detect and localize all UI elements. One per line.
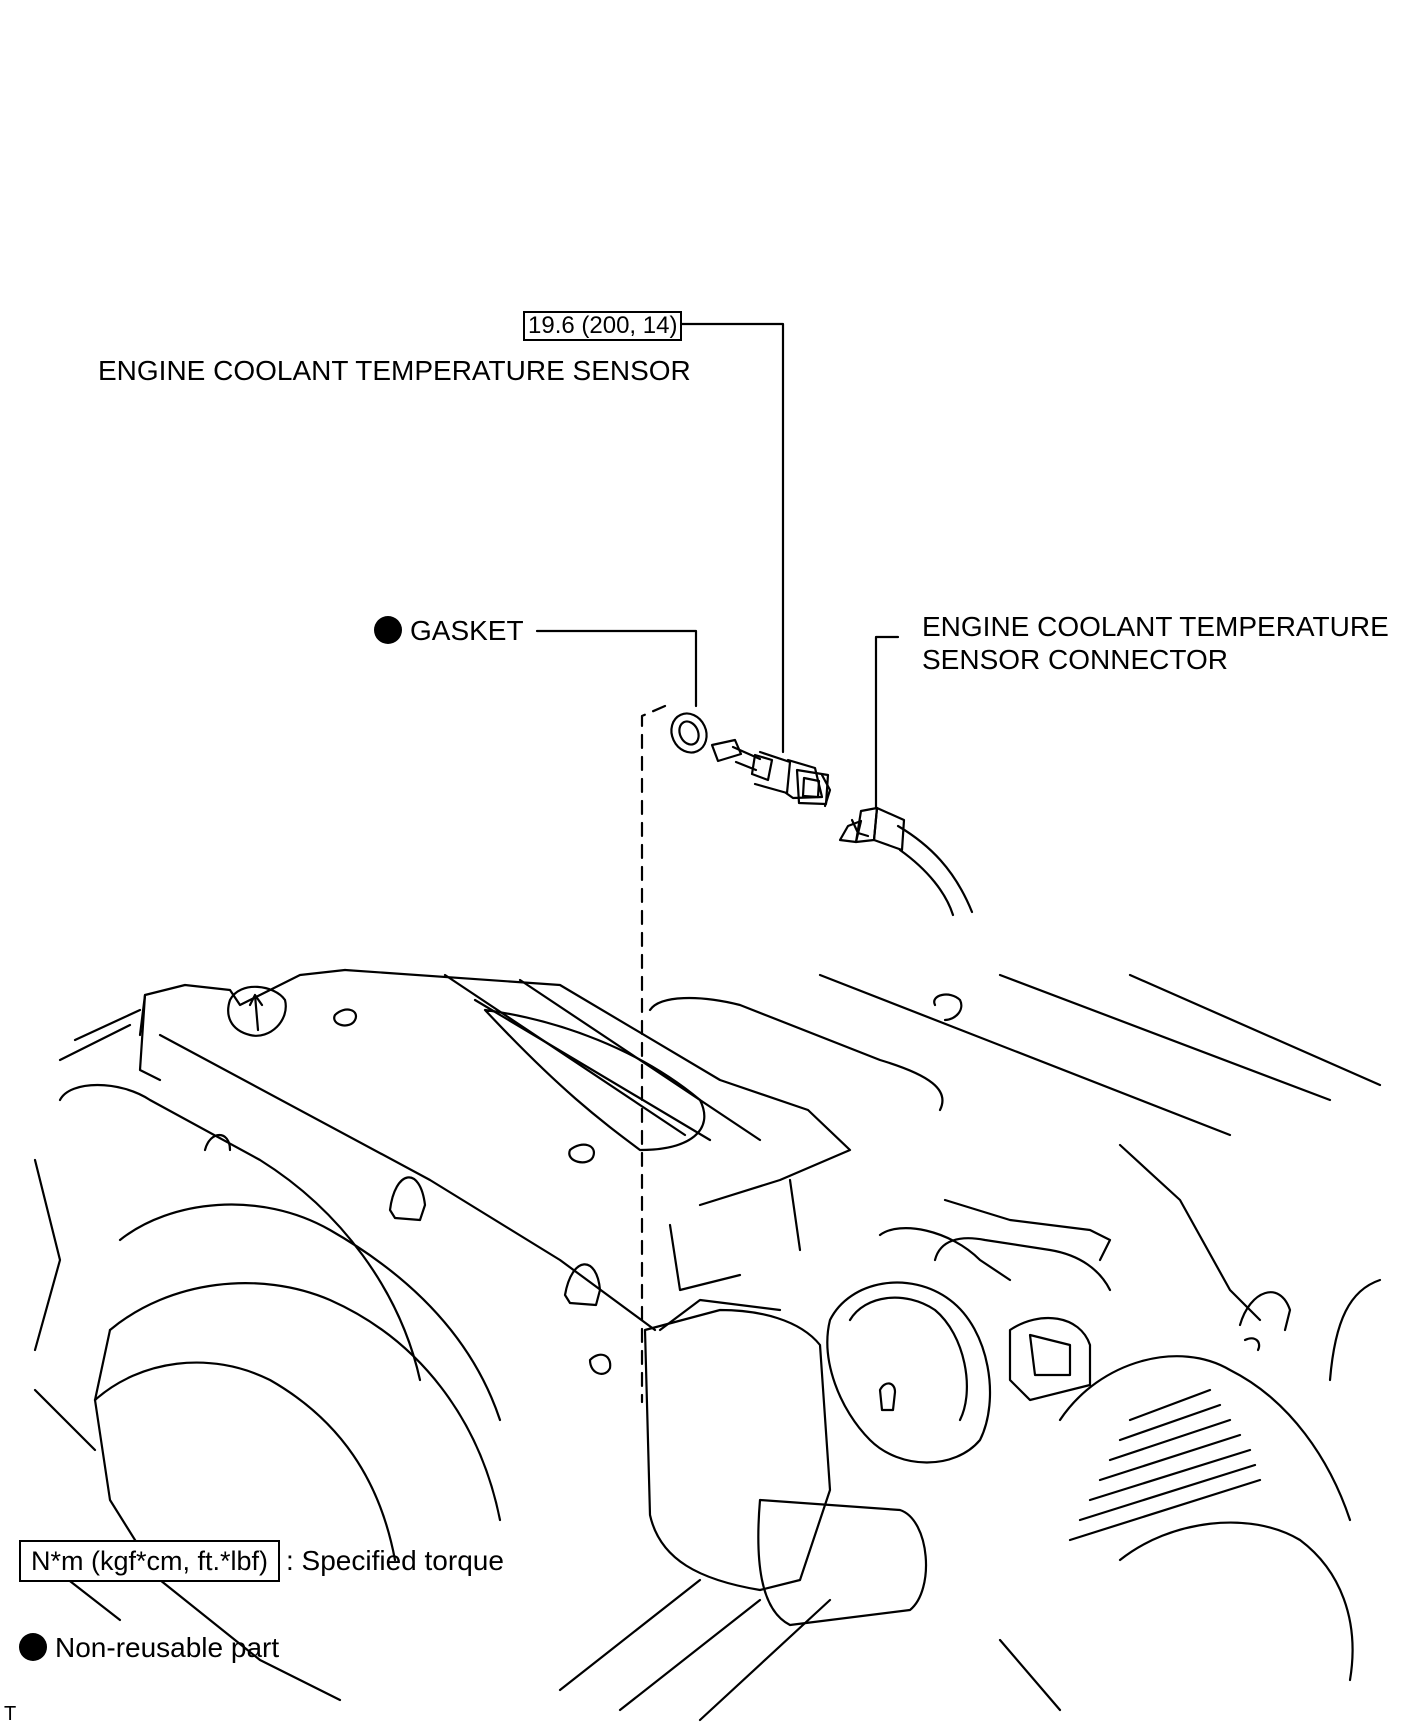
corner-mark: T [4,1703,17,1725]
gasket-leader-line [535,629,698,708]
connector-leader-line [874,635,900,810]
connector-label-line2: SENSOR CONNECTOR [922,644,1228,675]
gasket-label: GASKET [410,615,524,646]
leader-lines [535,322,900,810]
connector-label-line1: ENGINE COOLANT TEMPERATURE [922,611,1389,642]
sensor-connector [838,806,974,917]
gasket-ring [670,712,708,754]
torque-legend-desc: : Specified torque [286,1545,504,1576]
torque-leader-line [666,322,785,754]
nonreusable-legend-row: Non-reusable part [19,1631,279,1665]
engine-assembly [28,968,1382,1722]
coolant-temperature-sensor [710,738,832,808]
torque-value-callout: 19.6 (200, 14) [523,311,683,341]
non-reusable-dot-icon [374,616,402,644]
sensor-label: ENGINE COOLANT TEMPERATURE SENSOR [98,355,691,386]
gasket-label-row: GASKET [374,614,524,648]
torque-unit-box: N*m (kgf*cm, ft.*lbf) [19,1540,281,1582]
nonreusable-legend-desc: Non-reusable part [55,1632,280,1663]
non-reusable-dot-icon [19,1633,47,1661]
install-axis-dashed [640,704,667,1404]
